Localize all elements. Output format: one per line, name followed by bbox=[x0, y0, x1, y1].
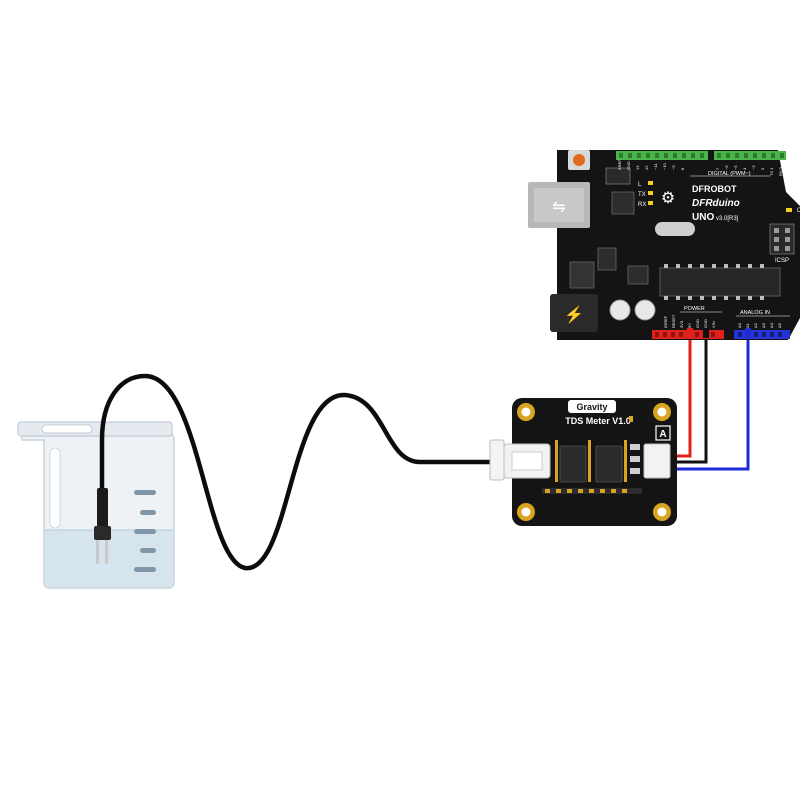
pin-aref: AREF bbox=[617, 159, 622, 170]
gravity-badge: Gravity bbox=[576, 402, 607, 412]
pin-a2: A2 bbox=[753, 322, 758, 328]
signal-marker: A bbox=[659, 429, 666, 440]
sensor-ic-2 bbox=[595, 445, 623, 483]
digital-header-2 bbox=[714, 151, 786, 160]
pin-7: 7 bbox=[715, 167, 720, 170]
pin-13: 13 bbox=[635, 165, 640, 170]
pin-12: 12 bbox=[644, 165, 649, 170]
reset-button bbox=[573, 154, 585, 166]
pin-a4: A4 bbox=[769, 322, 774, 328]
power-bolt-icon: ⚡ bbox=[564, 305, 584, 324]
rx-label: RX bbox=[638, 202, 646, 208]
digital-label: DIGITAL (PWM~) bbox=[708, 171, 751, 177]
pin-rx0: RX 0 bbox=[778, 166, 783, 176]
model-uno: UNO bbox=[692, 212, 714, 223]
pin-a0: A0 bbox=[737, 322, 742, 328]
analog-label: ANALOG IN bbox=[740, 310, 770, 316]
pin-3v3: 3V3 bbox=[679, 320, 684, 328]
pin-vin: VIN bbox=[711, 321, 716, 328]
pin-8: 8 bbox=[680, 167, 685, 170]
tx-label: TX bbox=[638, 192, 646, 198]
crystal bbox=[655, 222, 695, 236]
pin-tx1: TX 1 bbox=[769, 167, 774, 176]
pin-11: ~11 bbox=[653, 163, 658, 170]
pin-reset: RESET bbox=[671, 314, 676, 328]
beaker bbox=[17, 421, 175, 589]
pin-a3: A3 bbox=[761, 322, 766, 328]
digital-pin-labels: AREF GND 13 12 ~11 ~10 ~9 8 7 ~6 ~5 4 ~3… bbox=[617, 159, 783, 176]
wire-a1 bbox=[668, 334, 750, 471]
pin-gnd-2: GND bbox=[703, 319, 708, 328]
dc-jack bbox=[550, 294, 598, 332]
capacitor-2 bbox=[634, 299, 656, 321]
mounting-holes bbox=[517, 403, 671, 521]
pin-4: 4 bbox=[742, 167, 747, 170]
tds-probe bbox=[94, 488, 111, 564]
usb-icon: ⇋ bbox=[552, 199, 565, 216]
pin-gnd-top: GND bbox=[626, 161, 631, 170]
pin-6: ~6 bbox=[724, 165, 729, 170]
capacitor-1 bbox=[609, 299, 631, 321]
l-label: L bbox=[638, 182, 642, 188]
power-label: POWER bbox=[684, 306, 705, 312]
pin-10: ~10 bbox=[662, 162, 667, 170]
sensor-ic-1 bbox=[559, 445, 587, 483]
tds-sensor-board: Gravity TDS Meter V1.0 A bbox=[489, 398, 677, 526]
pin-3: ~3 bbox=[751, 165, 756, 170]
model-version: v3.0[R3] bbox=[716, 216, 739, 222]
arduino-board: ⇋ ⚡ ICSP ON bbox=[528, 150, 800, 340]
icsp-header bbox=[769, 223, 795, 255]
pin-a5: A5 bbox=[777, 322, 782, 328]
pin-2: 2 bbox=[760, 167, 765, 170]
analog-pin-labels: A0 A1 A2 A3 A4 A5 bbox=[737, 322, 782, 328]
sensor-title: TDS Meter V1.0 bbox=[565, 416, 631, 426]
on-label: ON bbox=[797, 208, 800, 214]
beaker-marks bbox=[134, 490, 156, 572]
pin-gnd-1: GND bbox=[695, 319, 700, 328]
pin-a1: A1 bbox=[745, 322, 750, 328]
pin-ioref: IOREF bbox=[663, 315, 668, 328]
gear-logo-icon: ⚙ bbox=[661, 190, 675, 207]
pin-5: ~5 bbox=[733, 165, 738, 170]
pin-5v: 5V bbox=[687, 323, 692, 328]
probe-cable bbox=[99, 373, 495, 571]
probe-plug bbox=[489, 439, 505, 481]
model-name: DFRduino bbox=[692, 198, 740, 209]
jumper-wires bbox=[668, 334, 750, 471]
power-pin-labels: IOREF RESET 3V3 5V GND GND VIN bbox=[663, 314, 716, 328]
signal-connector bbox=[643, 443, 671, 479]
pin-9: ~9 bbox=[671, 165, 676, 170]
digital-header-1 bbox=[616, 151, 708, 160]
wire-gnd bbox=[668, 334, 708, 464]
icsp-label: ICSP bbox=[775, 258, 789, 264]
brand-name: DFROBOT bbox=[692, 184, 737, 194]
atmega-chip bbox=[659, 267, 781, 297]
